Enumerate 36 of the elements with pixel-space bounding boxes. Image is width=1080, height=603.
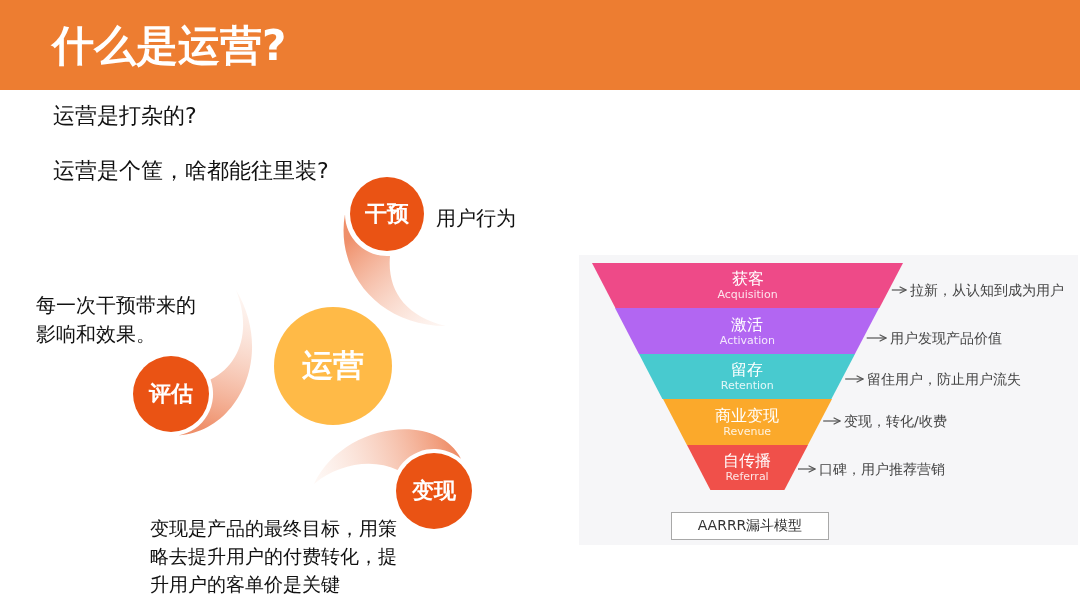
slide-title: 什么是运营? — [52, 20, 287, 72]
band-title: 商业变现 — [715, 405, 780, 425]
description-text: 口碑，用户推荐营销 — [819, 459, 945, 479]
funnel-band — [615, 308, 880, 354]
funnel-band — [686, 445, 808, 490]
circle-label: 运营 — [302, 347, 364, 385]
arrow — [866, 334, 887, 342]
description-text: 用户行为 — [436, 205, 517, 231]
band-subtitle: Retention — [720, 379, 774, 393]
band-title: 自传播 — [723, 451, 772, 470]
band-subtitle: Acquisition — [717, 288, 778, 302]
band-title: 留存 — [731, 360, 764, 379]
circle-label: 变现 — [412, 477, 456, 505]
description-text: 每一次干预带来的影响和效果。 — [36, 292, 197, 348]
circle-label: 干预 — [365, 200, 409, 228]
circle-label: 评估 — [149, 380, 193, 408]
description-text: 变现，转化/收费 — [844, 411, 947, 431]
funnel-band — [639, 354, 856, 399]
framed-caption: AARRR漏斗模型 — [671, 512, 829, 540]
funnel-band — [662, 399, 832, 445]
question-text: 运营是个筐，啥都能往里装? — [53, 157, 329, 185]
band-title: 激活 — [731, 314, 764, 334]
description-text: 拉新，从认知到成为用户 — [910, 280, 1064, 300]
description-text: 留住用户，防止用户流失 — [867, 369, 1021, 389]
description-text: 变现是产品的最终目标，用策略去提升用户的付费转化，提升用户的客单价是关键 — [150, 516, 398, 597]
question-text: 运营是打杂的? — [53, 102, 197, 130]
arrow — [822, 417, 841, 425]
funnel-band — [592, 263, 903, 308]
arrow — [797, 465, 816, 473]
band-subtitle: Activation — [719, 333, 775, 348]
arrow — [844, 375, 864, 383]
band-subtitle: Revenue — [723, 424, 772, 439]
band-title: 获客 — [731, 269, 764, 288]
band-subtitle: Referral — [725, 470, 769, 484]
arrow — [891, 286, 907, 294]
description-text: 用户发现产品价值 — [890, 328, 1002, 348]
